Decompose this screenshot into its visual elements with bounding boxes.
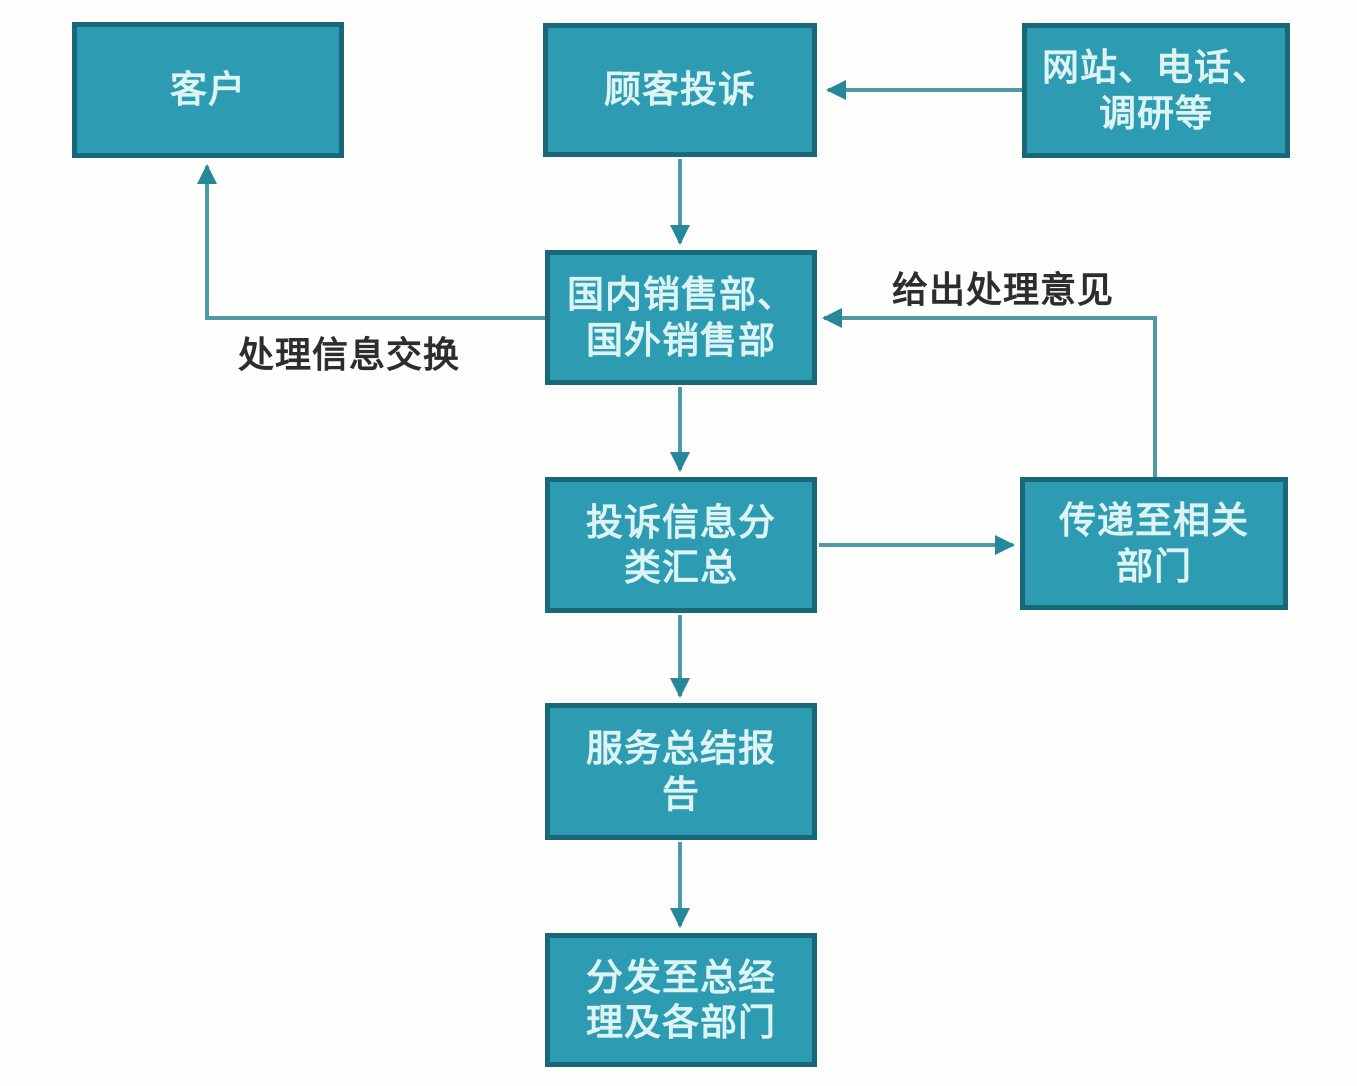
node-label-customer: 客户 [170, 68, 246, 112]
node-label-distribute-to-gm-departments: 分发至总经 理及各部门 [586, 955, 776, 1044]
node-label-sales-departments: 国内销售部、 国外销售部 [567, 273, 795, 362]
node-label-complaint-classification: 投诉信息分 类汇总 [586, 500, 776, 589]
edge-sales-to-customer [197, 164, 545, 320]
flow-node-distribute-to-gm-departments: 分发至总经 理及各部门 [545, 933, 817, 1067]
node-label-transfer-to-departments: 传递至相关 部门 [1059, 499, 1249, 588]
flow-node-complaint-channels: 网站、电话、 调研等 [1022, 23, 1290, 158]
node-label-customer-complaint: 顾客投诉 [604, 68, 756, 112]
node-label-complaint-channels: 网站、电话、 调研等 [1042, 46, 1270, 135]
flow-node-transfer-to-departments: 传递至相关 部门 [1020, 477, 1288, 610]
node-label-service-summary-report: 服务总结报 告 [586, 727, 776, 816]
flow-node-complaint-classification: 投诉信息分 类汇总 [545, 477, 817, 613]
flow-node-service-summary-report: 服务总结报 告 [545, 703, 817, 840]
edge-label-handling-info-exchange: 处理信息交换 [238, 335, 461, 376]
flow-node-customer-complaint: 顾客投诉 [543, 23, 817, 157]
edge-label-give-handling-opinion: 给出处理意见 [892, 270, 1115, 311]
flow-node-customer: 客户 [72, 22, 344, 158]
flow-node-sales-departments: 国内销售部、 国外销售部 [545, 250, 817, 385]
edge-transfer-to-sales [822, 308, 1157, 477]
